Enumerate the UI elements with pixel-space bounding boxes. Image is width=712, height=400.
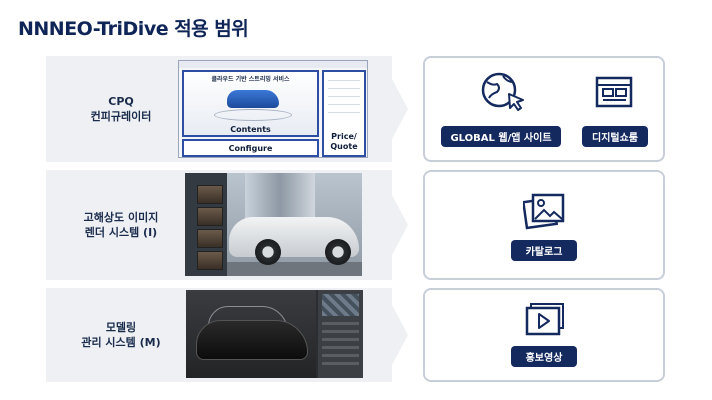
video-play-icon	[525, 303, 564, 336]
target-badge-digital-showroom: 디지털쇼룸	[582, 126, 648, 147]
render-thumbnail-panel	[185, 173, 227, 276]
cpq-contents-label: Contents	[230, 125, 271, 134]
digital-showroom-icon	[595, 76, 633, 108]
row-label-modeling: 모델링 관리 시스템 (M)	[46, 288, 196, 382]
arrow-modeling	[392, 305, 408, 365]
modeling-screenshot	[186, 290, 363, 378]
cpq-topbar	[179, 61, 367, 68]
thumbnail	[197, 207, 223, 226]
cpq-screenshot: 클라우드 기반 스트리밍 서비스 Contents Configure Pric…	[178, 60, 368, 158]
property-line	[322, 330, 359, 333]
row-label-cpq: CPQ 컨피규레이터	[46, 56, 196, 162]
material-panel	[318, 290, 363, 378]
target-panel-cpq: GLOBAL 웹/앱 사이트 디지털쇼룸	[423, 56, 665, 162]
property-line	[322, 354, 359, 357]
car-model	[196, 320, 308, 360]
car-turntable	[214, 109, 292, 121]
target-badge-catalog: 카탈로그	[511, 240, 577, 261]
wheel-image	[255, 239, 281, 265]
property-line	[322, 338, 359, 341]
row-label-render: 고해상도 이미지 렌더 시스템 (I)	[46, 170, 196, 280]
row-label-line-1: CPQ	[108, 95, 134, 108]
price-line	[328, 88, 360, 89]
target-badge-global-web: GLOBAL 웹/앱 사이트	[441, 126, 561, 147]
thumbnail	[197, 185, 223, 204]
material-swatches	[322, 294, 359, 316]
property-line	[322, 362, 359, 365]
target-badge-promo-video: 홍보영상	[511, 346, 577, 367]
cpq-configure-box: Configure	[182, 139, 319, 157]
property-line	[322, 346, 359, 349]
ground-image	[227, 262, 362, 276]
cpq-main-title: 클라우드 기반 스트리밍 서비스	[211, 76, 290, 83]
property-line	[322, 322, 359, 325]
price-label-line-1: Price/	[331, 132, 357, 141]
globe-cursor-icon	[481, 72, 524, 111]
price-line	[328, 112, 360, 113]
arrow-cpq	[392, 79, 408, 139]
arrow-render	[392, 195, 408, 255]
cpq-contents-box: 클라우드 기반 스트리밍 서비스 Contents	[182, 70, 319, 137]
thumbnail	[197, 251, 223, 270]
page-title: NNNEO-TriDive 적용 범위	[18, 18, 249, 40]
price-label-line-2: Quote	[330, 142, 358, 151]
price-line	[328, 104, 360, 105]
cpq-price-box: Price/ Quote	[322, 70, 366, 157]
row-label-line-2: 관리 시스템 (M)	[81, 336, 161, 349]
cpq-price-label: Price/ Quote	[324, 132, 364, 152]
thumbnail	[197, 229, 223, 248]
price-line	[328, 96, 360, 97]
row-label-line-1: 고해상도 이미지	[83, 211, 159, 224]
row-label-line-2: 컨피규레이터	[90, 110, 152, 123]
target-panel-render: 카탈로그	[423, 170, 665, 280]
row-label-line-1: 모델링	[105, 321, 137, 334]
wheel-image	[325, 239, 351, 265]
3d-viewport	[186, 290, 316, 378]
row-label-line-2: 렌더 시스템 (I)	[84, 226, 158, 239]
render-screenshot	[185, 173, 362, 276]
catalog-images-icon	[523, 193, 565, 230]
target-panel-modeling: 홍보영상	[423, 288, 665, 382]
price-line	[328, 80, 360, 81]
car-image	[227, 90, 279, 108]
